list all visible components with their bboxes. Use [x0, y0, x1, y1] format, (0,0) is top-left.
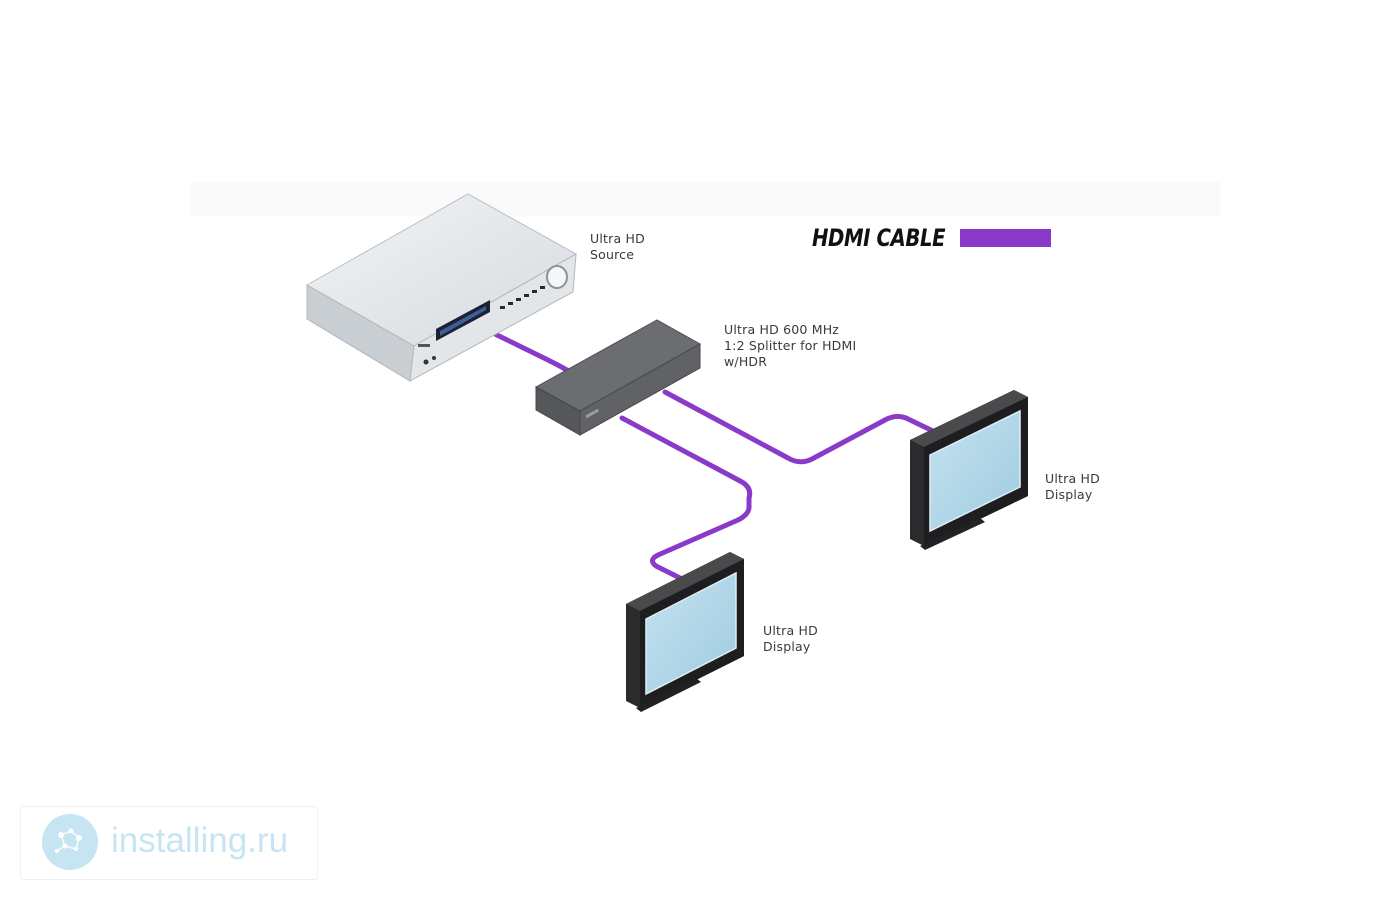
background-band	[190, 182, 1220, 216]
legend-title: HDMI CABLE	[812, 224, 946, 252]
splitter-label: Ultra HD 600 MHz 1:2 Splitter for HDMI w…	[724, 322, 857, 369]
cable-splitter-to-bottom-display	[619, 415, 753, 581]
watermark: installing.ru	[20, 806, 318, 880]
source-label: Ultra HD Source	[590, 231, 645, 262]
watermark-text: installing.ru	[111, 821, 289, 860]
display-bottom-label: Ultra HD Display	[763, 623, 818, 654]
display-right-device	[910, 390, 1028, 550]
cable-source-to-splitter	[492, 331, 575, 376]
legend-cable-swatch	[960, 229, 1051, 247]
ultra-hd-source-device	[305, 193, 578, 382]
watermark-logo-icon	[42, 814, 98, 870]
display-bottom-device	[626, 552, 744, 712]
hdmi-cables	[492, 331, 938, 581]
cable-splitter-to-right-display	[662, 389, 938, 465]
splitter-device	[534, 319, 702, 436]
display-right-label: Ultra HD Display	[1045, 471, 1100, 502]
